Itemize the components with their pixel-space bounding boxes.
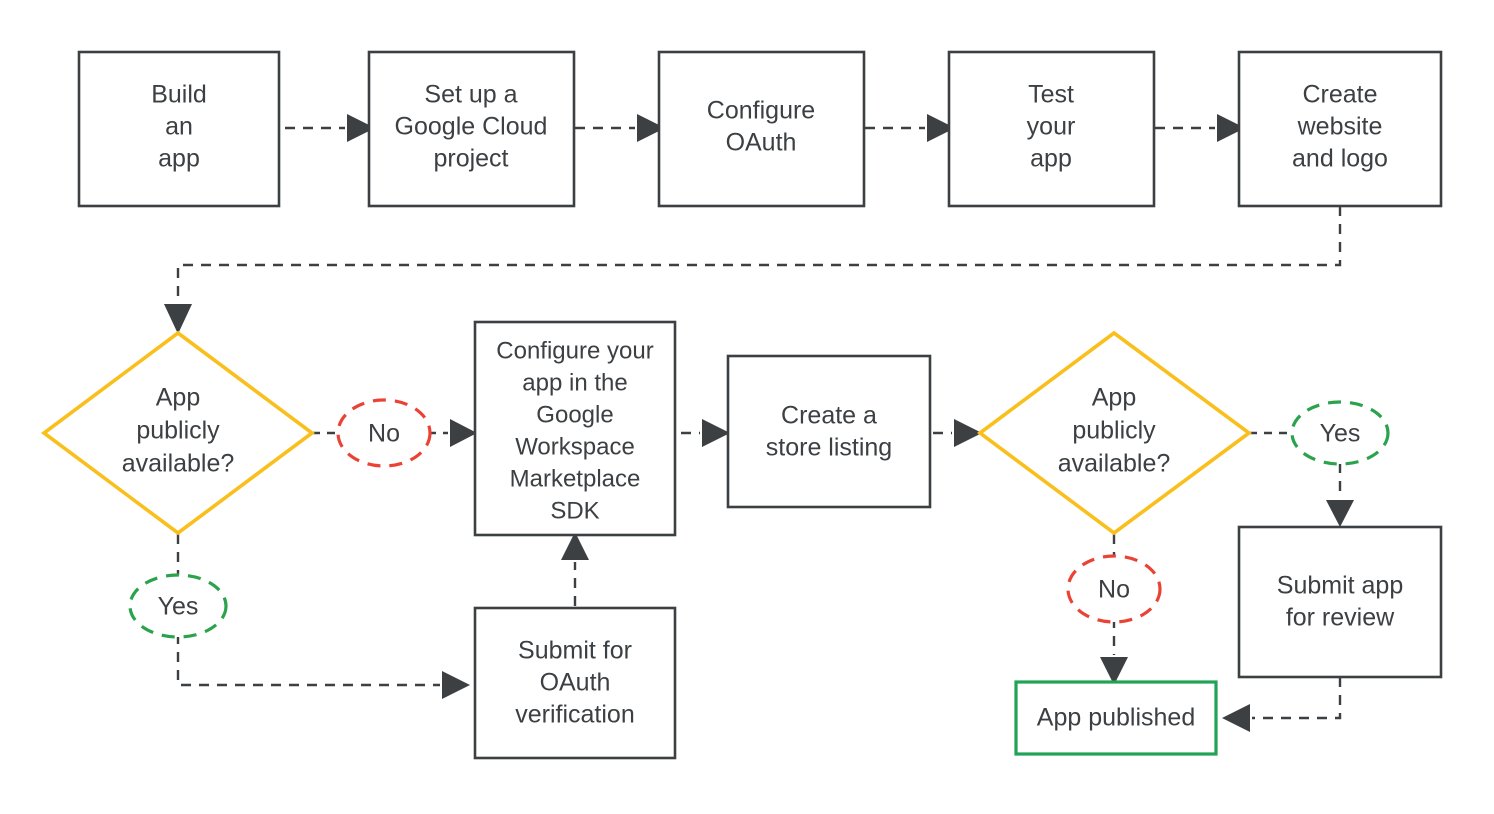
node-create-a-store-listing-shape [726, 354, 932, 509]
edge-label-no-text: No [368, 420, 400, 448]
node-submit-app-for-review-line-2: for review [1286, 604, 1395, 632]
node-create-a-store-listing[interactable]: Create a store listing [726, 354, 932, 509]
edge-label-left-decision-yes: Yes [128, 573, 228, 639]
node-app-published[interactable]: App published [1014, 680, 1218, 756]
yes-ellipse-icon [128, 573, 228, 639]
node-configure-oauth-line-2: OAuth [726, 129, 797, 157]
node-submit-for-oauth-verification-shape [473, 606, 677, 760]
node-create-a-store-listing-line-2: store listing [766, 434, 892, 462]
node-create-a-store-listing-line-1: Create a [781, 402, 877, 430]
node-create-website-and-logo-shape [1237, 50, 1443, 208]
edge-label-yes-text: Yes [158, 593, 199, 621]
edge-create-website-to-left-decision [164, 206, 1342, 334]
edge-label-right-decision-yes: Yes [1290, 400, 1390, 466]
edge-store-listing-to-right-decision [933, 419, 982, 447]
node-configure-oauth-shape [657, 50, 866, 208]
edge-cloud-project-to-configure-oauth [575, 114, 665, 142]
node-app-publicly-available-left-line-2: publicly [136, 417, 220, 445]
node-configure-app-in-marketplace-sdk-line-2: app in the [522, 369, 627, 396]
node-submit-app-for-review-line-1: Submit app [1277, 572, 1403, 600]
node-app-publicly-available-left-shape [40, 330, 316, 536]
node-configure-app-in-marketplace-sdk-line-6: SDK [550, 497, 599, 524]
edge-right-decision-yes-to-submit-review [1249, 431, 1354, 527]
edge-label-no-text-right: No [1098, 576, 1130, 604]
edge-configure-oauth-to-test-app [865, 114, 955, 142]
node-set-up-google-cloud-project-line-3: project [433, 145, 508, 173]
node-submit-for-oauth-verification-line-1: Submit for [518, 637, 632, 665]
node-configure-app-in-marketplace-sdk-line-5: Marketplace [510, 465, 641, 492]
no-ellipse-icon-right [1066, 554, 1162, 624]
node-app-published-shape [1014, 680, 1218, 756]
node-submit-app-for-review-shape [1237, 525, 1443, 679]
no-ellipse-icon [336, 398, 432, 468]
node-create-website-and-logo-line-2: website [1297, 113, 1383, 141]
node-configure-oauth[interactable]: Configure OAuth [657, 50, 866, 208]
node-configure-app-in-marketplace-sdk-shape [473, 320, 677, 537]
node-build-an-app-line-3: app [158, 145, 200, 173]
node-app-publicly-available-left[interactable]: App publicly available? [40, 330, 316, 536]
node-test-your-app-line-1: Test [1028, 81, 1074, 109]
node-create-website-and-logo[interactable]: Create website and logo [1237, 50, 1443, 208]
node-app-publicly-available-left-line-1: App [156, 384, 200, 412]
node-set-up-google-cloud-project-line-2: Google Cloud [395, 113, 548, 141]
node-submit-for-oauth-verification[interactable]: Submit for OAuth verification [473, 606, 677, 760]
node-configure-oauth-line-1: Configure [707, 97, 815, 125]
node-test-your-app[interactable]: Test your app [947, 50, 1156, 208]
node-build-an-app-shape [77, 50, 281, 208]
edge-left-decision-yes-to-oauth-verification [176, 534, 470, 699]
node-app-publicly-available-right[interactable]: App publicly available? [976, 330, 1253, 536]
node-configure-app-in-marketplace-sdk-line-4: Workspace [515, 433, 635, 460]
node-create-website-and-logo-line-3: and logo [1292, 145, 1388, 173]
node-app-publicly-available-left-line-3: available? [122, 450, 235, 478]
node-set-up-google-cloud-project-shape [367, 50, 576, 208]
node-configure-app-in-marketplace-sdk[interactable]: Configure your app in the Google Workspa… [473, 320, 677, 537]
edge-sdk-to-store-listing [681, 419, 730, 447]
node-app-published-label: App published [1037, 704, 1195, 732]
node-test-your-app-line-2: your [1027, 113, 1076, 141]
node-set-up-google-cloud-project[interactable]: Set up a Google Cloud project [367, 50, 576, 208]
edge-build-app-to-cloud-project [285, 114, 375, 142]
node-test-your-app-line-3: app [1030, 145, 1072, 173]
node-configure-app-in-marketplace-sdk-line-1: Configure your [496, 337, 653, 364]
node-app-publicly-available-right-line-2: publicly [1072, 417, 1156, 445]
node-test-your-app-shape [947, 50, 1156, 208]
node-submit-app-for-review[interactable]: Submit app for review [1237, 525, 1443, 679]
node-app-publicly-available-right-shape [976, 330, 1253, 536]
node-build-an-app[interactable]: Build an app [77, 50, 281, 208]
node-set-up-google-cloud-project-line-1: Set up a [424, 81, 517, 109]
node-build-an-app-line-2: an [165, 113, 193, 141]
yes-ellipse-icon-right [1290, 400, 1390, 466]
edge-label-right-decision-no: No [1066, 554, 1162, 624]
edge-label-yes-text-right: Yes [1320, 420, 1361, 448]
node-submit-for-oauth-verification-line-2: OAuth [540, 669, 611, 697]
node-build-an-app-line-1: Build [151, 81, 207, 109]
edge-submit-review-to-app-published [1222, 677, 1342, 732]
node-create-website-and-logo-line-1: Create [1302, 81, 1377, 109]
node-app-publicly-available-right-line-3: available? [1058, 450, 1171, 478]
node-configure-app-in-marketplace-sdk-line-3: Google [536, 401, 613, 428]
edge-test-app-to-create-website [1155, 114, 1245, 142]
node-submit-for-oauth-verification-line-3: verification [515, 701, 635, 729]
edge-label-left-decision-no: No [336, 398, 432, 468]
node-app-publicly-available-right-line-1: App [1092, 384, 1136, 412]
edge-oauth-verification-to-sdk [561, 532, 589, 606]
